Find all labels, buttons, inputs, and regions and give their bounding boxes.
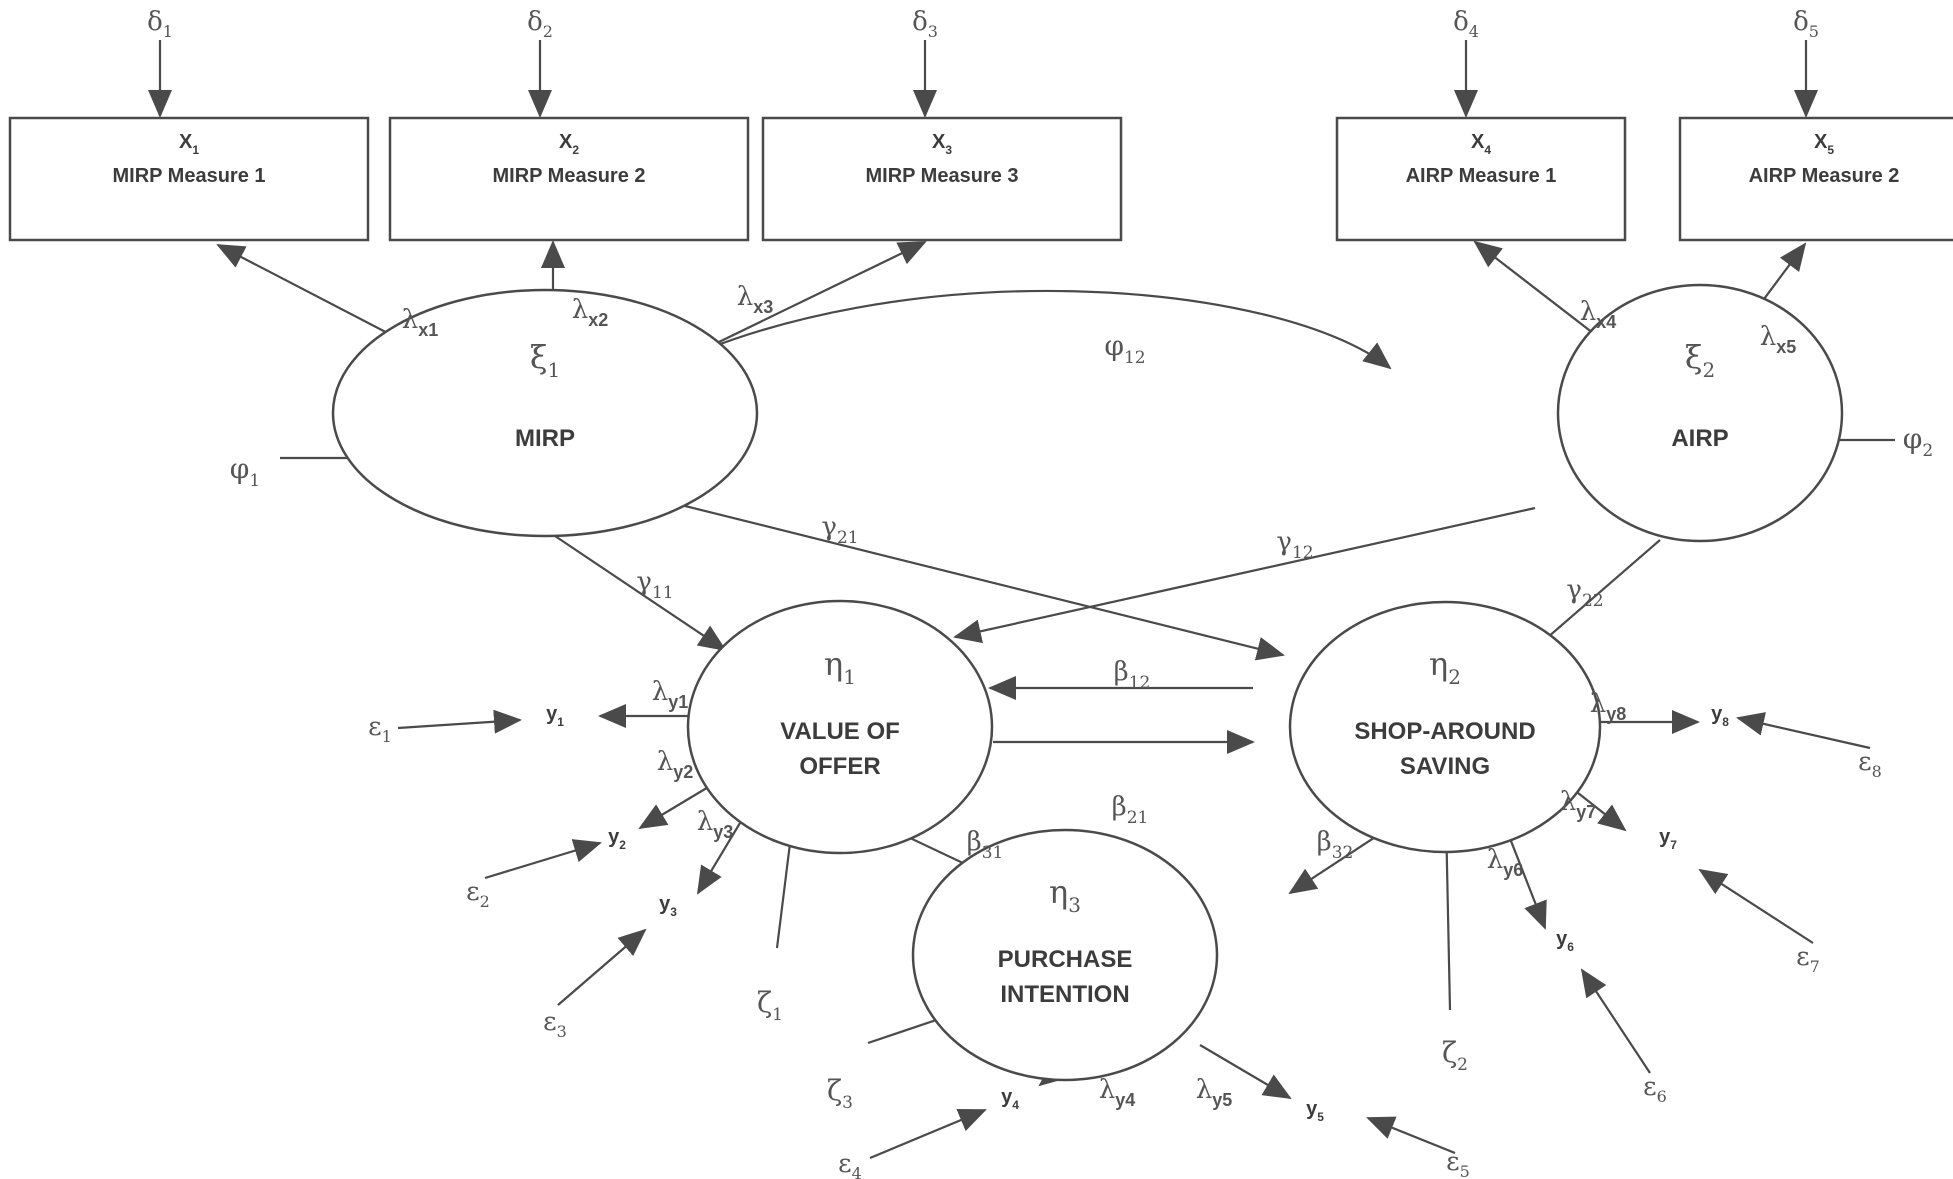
measure-var-x1: X1 [179,131,199,157]
latent-symbol-eta1: η1 [824,645,856,689]
path-xi1-eta2 [672,501,1285,661]
measure-box-x5 [1678,116,1953,242]
path-label-phi12: φ12 [1104,329,1145,368]
measure-label-x1: MIRP Measure 1 [112,165,265,187]
path-label-eta2-eta3: β32 [1317,827,1354,863]
indicator-y5: y5 [1306,1098,1324,1124]
path-label-eta2-y8: λy8 [1590,689,1627,724]
covariance-arc-phi12-reverse [698,363,729,390]
disturbance-eta2: ζ2 [1442,1036,1468,1075]
error-delta-x5: δ5 [1793,7,1819,41]
path-label-xi1-eta2: γ21 [821,512,858,548]
path-label-xi2-eta2: γ22 [1566,575,1603,611]
indicator-y3: y3 [659,893,677,919]
error-delta-x1: δ1 [147,7,173,41]
error-arrow-y3 [557,928,647,1006]
path-label-eta1-y1: λy1 [652,677,689,712]
error-arrow-y7 [1698,868,1814,944]
error-arrow-y2 [484,839,602,880]
measure-label-x4: AIRP Measure 1 [1406,165,1557,187]
measure-label-x2: MIRP Measure 2 [492,165,645,187]
measure-var-x3: X3 [932,131,952,157]
path-label-eta3-y4: λy4 [1099,1075,1136,1110]
latent-label-eta3: PURCHASE [998,946,1133,973]
path-label-xi1-x3: λx3 [737,282,774,317]
path-eta3-y5 [1199,1044,1292,1100]
latent-eta2 [1288,600,1602,854]
path-label-eta1-y2: λy2 [657,747,694,782]
latent-label-eta1: VALUE OF [780,718,900,745]
path-label-xi2-x4: λx4 [1580,297,1617,332]
path-label-eta1-eta3: β31 [967,827,1004,863]
latent-symbol-xi1: ξ1 [530,338,560,382]
measure-label-x3: MIRP Measure 3 [865,165,1018,187]
disturbance-eta3: ζ3 [827,1074,853,1113]
error-arrow-y8 [1736,712,1871,750]
path-label-xi2-x5: λx5 [1760,322,1797,357]
path-label-eta3-y5: λy5 [1196,1075,1233,1110]
path-label-xi2-eta1: γ12 [1276,527,1313,563]
measure-box-x1 [8,116,370,242]
measure-var-x2: X2 [559,131,579,157]
error-eps-y7: ε7 [1796,942,1820,976]
path-label-eta1-eta2: β21 [1112,792,1149,828]
latent-label-xi1: MIRP [515,425,575,452]
error-eps-y6: ε6 [1643,1072,1667,1106]
error-eps-y4: ε4 [838,1149,862,1179]
path-label-xi1-x1: λx1 [402,305,439,340]
disturbance-eta1: ζ1 [757,986,783,1025]
latent-eta3 [911,828,1219,1082]
error-delta-x4: δ4 [1453,7,1479,41]
latent-label-eta1: OFFER [799,753,880,780]
error-delta-x3: δ3 [912,7,938,41]
latent-xi2 [1556,283,1844,543]
indicator-y8: y8 [1711,703,1729,729]
error-eps-y3: ε3 [543,1007,567,1041]
measure-var-x4: X4 [1471,131,1491,157]
indicator-y6: y6 [1556,928,1574,954]
indicator-y1: y1 [546,703,564,729]
path-label-eta2-eta1: β12 [1114,657,1151,693]
error-eps-y8: ε8 [1858,747,1882,781]
path-label-xi1-x2: λx2 [572,295,609,330]
edges-layer [148,40,1895,1160]
latent-symbol-eta3: η3 [1049,873,1081,917]
path-label-eta2-y7: λy7 [1560,787,1597,822]
error-arrow-y1 [397,709,522,734]
error-delta-x2: δ2 [527,7,553,41]
nodes-layer [8,116,1953,1082]
error-arrow-y6 [1580,968,1651,1074]
latent-label-eta2: SAVING [1400,753,1490,780]
indicator-y4: y4 [1001,1086,1019,1112]
latent-label-eta2: SHOP-AROUND [1354,718,1535,745]
latent-xi1 [331,288,759,538]
disturbance-xi1: φ1 [230,452,260,491]
latent-symbol-eta2: η2 [1429,645,1461,689]
covariance-arc-phi12 [654,289,1392,373]
path-label-eta1-y3: λy3 [697,807,734,842]
latent-label-eta3: INTENTION [1000,981,1129,1008]
error-eps-y1: ε1 [368,712,392,746]
indicator-y2: y2 [608,826,626,852]
measure-box-x2 [388,116,750,242]
indicator-y7: y7 [1659,826,1677,852]
error-eps-y2: ε2 [466,877,490,911]
latent-eta1 [686,599,994,855]
measure-label-x5: AIRP Measure 2 [1749,165,1900,187]
measure-var-x5: X5 [1814,131,1834,157]
error-arrow-y4 [869,1108,987,1160]
measure-box-x3 [761,116,1123,242]
disturbance-xi2: φ2 [1903,422,1933,461]
path-label-xi1-eta1: γ11 [636,567,673,603]
measure-box-x4 [1335,116,1627,242]
error-arrow-y5 [1366,1116,1456,1155]
path-xi1-eta1 [554,535,727,652]
latent-label-xi2: AIRP [1671,425,1728,452]
path-label-eta2-y6: λy6 [1487,845,1524,880]
latent-symbol-xi2: ξ2 [1685,338,1715,382]
path-xi2-eta1 [953,506,1536,644]
error-eps-y5: ε5 [1446,1147,1470,1179]
